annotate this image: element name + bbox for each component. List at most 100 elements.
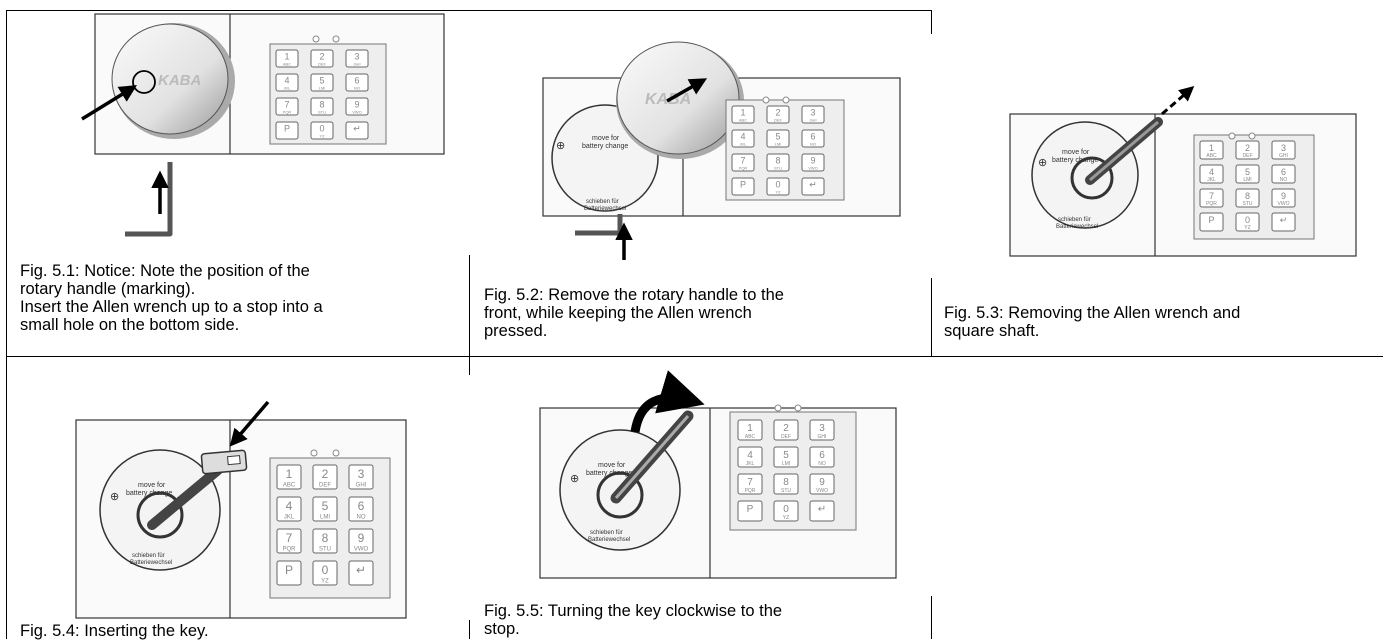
keypad-key <box>1271 212 1296 232</box>
svg-text:move for: move for <box>592 135 620 142</box>
keypad-key-digit: 7 <box>284 99 289 109</box>
keypad-key <box>276 560 302 586</box>
keypad-key-letters: ABC <box>739 117 747 122</box>
keypad-key-digit: 4 <box>1209 167 1214 177</box>
keypad-key-letters: GHI <box>353 61 360 66</box>
keypad-key-letters: LMI <box>320 515 330 521</box>
keypad-key-letters: STU <box>318 109 326 114</box>
keypad-key-digit: 4 <box>747 450 753 461</box>
keypad-key <box>275 49 299 68</box>
keypad-key-letters: STU <box>781 488 791 494</box>
keypad-key-letters: JKL <box>284 85 292 90</box>
keypad-key-digit: 9 <box>819 477 825 488</box>
keypad-key <box>1199 164 1224 184</box>
rotary-handle <box>616 41 740 155</box>
svg-text:battery change: battery change <box>1052 157 1098 164</box>
keypad-key-letters: VWO <box>1278 201 1290 207</box>
keypad-key <box>737 473 763 495</box>
svg-text:⊕: ⊕ <box>570 473 579 485</box>
keypad-key-letters: VWO <box>816 488 828 494</box>
caption-fig-5-1: Fig. 5.1: Notice: Note the position of t… <box>20 262 460 334</box>
keypad-key-digit: 0 <box>775 179 780 189</box>
keypad-key-digit: P <box>740 179 746 189</box>
keypad-key <box>1271 164 1296 184</box>
keypad-key-digit: 6 <box>358 499 365 513</box>
keypad-key <box>312 496 338 522</box>
keypad-key-letters: ABC <box>745 434 756 440</box>
keypad-key <box>276 496 302 522</box>
keypad-key <box>801 105 825 124</box>
keypad-key-digit: ↵ <box>818 504 826 515</box>
keypad-key-digit: 8 <box>322 531 329 545</box>
keypad-key-letters: ABC <box>283 483 296 489</box>
keypad-key <box>731 129 755 148</box>
keypad-key <box>731 105 755 124</box>
keypad-key-digit: 6 <box>1281 167 1286 177</box>
figure-5-3-illustration: move for battery change schieben für Bat… <box>1009 86 1357 257</box>
caption-fig-5-2: Fig. 5.2: Remove the rotary handle to th… <box>484 286 924 340</box>
keypad-key <box>1271 140 1296 160</box>
caption-line: rotary handle (marking). <box>20 280 196 298</box>
keypad-key <box>310 73 334 92</box>
battery-door: move for battery change schieben für Bat… <box>99 449 221 571</box>
key-shaft <box>147 465 223 530</box>
pull-arrow <box>666 78 708 103</box>
svg-text:battery change: battery change <box>126 490 172 497</box>
keypad-key-digit: 8 <box>1245 191 1250 201</box>
keypad-key-letters: YZ <box>1244 225 1250 231</box>
caption-fig-5-5: Fig. 5.5: Turning the key clockwise to t… <box>484 602 924 638</box>
keypad-key-letters: DEF <box>774 117 783 122</box>
keypad-key <box>809 473 835 495</box>
keypad-key-letters: NO <box>357 515 366 521</box>
keypad-key-digit: P <box>747 504 754 515</box>
keypad-key <box>809 446 835 468</box>
keypad-key <box>809 500 835 522</box>
keypad-key-digit: 5 <box>1245 167 1250 177</box>
keypad-key-digit: 2 <box>322 467 329 481</box>
keypad-key <box>773 473 799 495</box>
marking-circle <box>132 70 156 94</box>
keypad-key-digit: P <box>285 563 293 577</box>
keypad-key-digit: 9 <box>358 531 365 545</box>
keypad-key-digit: 6 <box>810 131 815 141</box>
keypad-key-digit: P <box>1208 215 1214 225</box>
keypad-key-digit: ↵ <box>809 179 817 189</box>
keypad-key <box>312 560 338 586</box>
column-divider-1 <box>469 255 470 375</box>
marking-arrow <box>81 85 137 121</box>
keypad-key-letters: LMI <box>1243 177 1251 183</box>
keypad-key-letters: LMI <box>775 141 782 146</box>
keypad-key <box>773 500 799 522</box>
figure-5-4-illustration: move for battery change schieben für Bat… <box>75 400 407 619</box>
keypad-key-letters: DEF <box>781 434 791 440</box>
keypad-key-letters: STU <box>774 165 782 170</box>
keypad-key-digit: 9 <box>354 99 359 109</box>
keypad-key-digit: 2 <box>775 107 780 117</box>
keypad-key-digit: 1 <box>284 51 289 61</box>
keypad-key-digit: 8 <box>775 155 780 165</box>
svg-text:schieben für: schieben für <box>1058 217 1091 223</box>
keypad-key-letters: STU <box>1243 201 1253 207</box>
keypad-key-digit: 1 <box>747 423 753 434</box>
svg-text:schieben für: schieben für <box>132 553 165 559</box>
svg-text:Batteriewechsel: Batteriewechsel <box>1056 224 1098 230</box>
keypad-key <box>773 446 799 468</box>
svg-text:schieben für: schieben für <box>586 199 619 205</box>
keypad-key <box>801 129 825 148</box>
caption-line: pressed. <box>484 322 548 340</box>
keypad-key-letters: PQR <box>283 109 292 114</box>
keypad-key <box>809 419 835 441</box>
svg-text:move for: move for <box>138 482 166 489</box>
keypad-key-digit: 0 <box>1245 215 1250 225</box>
keypad-key-digit: 3 <box>819 423 825 434</box>
keypad-key <box>801 177 825 196</box>
figure-5-5-illustration: move for battery change schieben für Bat… <box>539 370 897 579</box>
keypad-key-digit: 9 <box>1281 191 1286 201</box>
keypad-key-letters: YZ <box>321 579 329 585</box>
keypad-key-letters: DEF <box>319 483 331 489</box>
keypad-key-letters: VWO <box>808 165 818 170</box>
column-divider-2 <box>931 278 932 357</box>
keypad-key <box>737 446 763 468</box>
